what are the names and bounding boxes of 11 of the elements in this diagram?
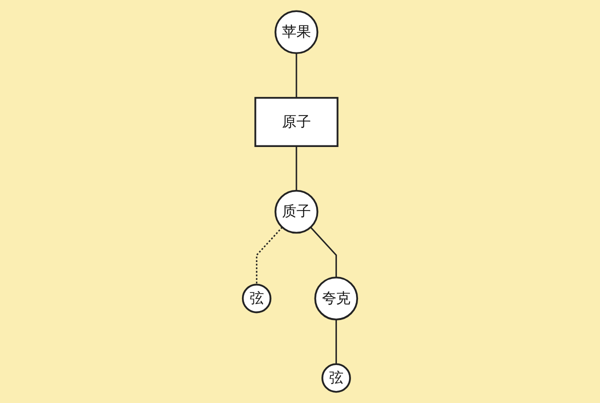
node-circle: 弦 <box>242 284 272 314</box>
node-circle: 夸克 <box>314 276 358 320</box>
connector <box>310 226 337 278</box>
connector <box>335 319 337 364</box>
node-box: 原子 <box>254 96 338 147</box>
node-circle: 质子 <box>274 190 318 234</box>
connector <box>256 226 283 285</box>
node-circle: 苹果 <box>274 10 318 54</box>
node-circle: 弦 <box>321 363 351 393</box>
connector <box>296 146 298 191</box>
connector <box>296 53 298 98</box>
